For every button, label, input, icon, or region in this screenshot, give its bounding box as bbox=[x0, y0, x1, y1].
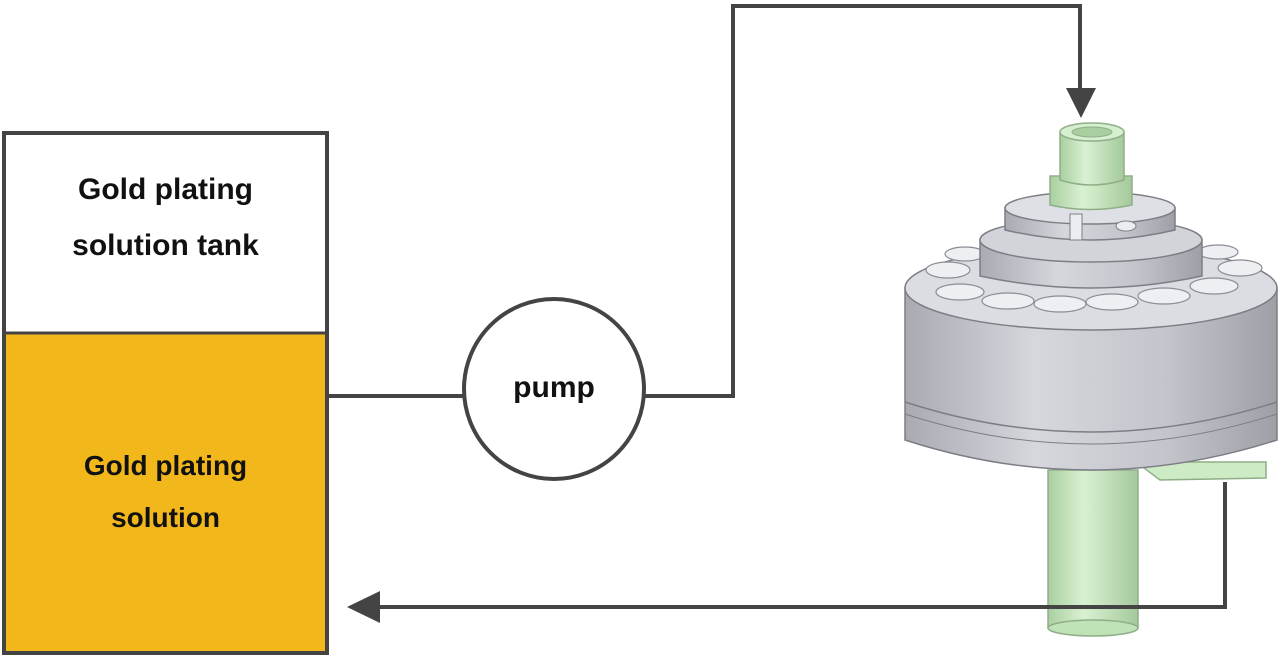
solution-fill bbox=[4, 333, 327, 653]
solution-label-line-1: Gold plating bbox=[83, 450, 248, 481]
tank-title: Gold plating solution tank bbox=[4, 162, 327, 274]
tank-title-line-2: solution tank bbox=[72, 229, 259, 262]
tank-outline bbox=[2, 131, 329, 655]
plating-cell-icon bbox=[904, 122, 1278, 637]
supply-pipe bbox=[327, 4, 1082, 398]
solution-tank bbox=[2, 131, 329, 655]
pump-icon bbox=[462, 297, 646, 481]
return-pipe bbox=[378, 482, 1227, 609]
arrow-down-icon bbox=[1066, 88, 1096, 118]
pump-label: pump bbox=[513, 371, 595, 404]
solution-label: Gold plating solution bbox=[4, 440, 327, 544]
solution-label-line-2: solution bbox=[111, 502, 220, 533]
arrow-left-icon bbox=[347, 591, 380, 623]
tank-title-line-1: Gold plating bbox=[78, 173, 253, 206]
